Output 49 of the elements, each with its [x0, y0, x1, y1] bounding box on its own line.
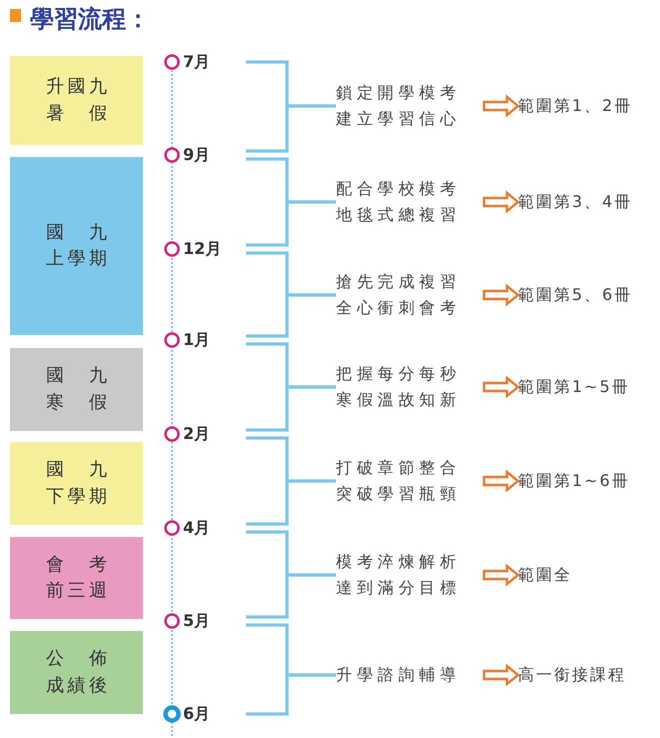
step-text: 把握每分每秒寒假溫故知新 [336, 363, 462, 411]
step-text: 配合學校模考地毯式總複習 [336, 178, 462, 226]
month-label: 7月 [183, 52, 210, 72]
range-text: 範圍全 [518, 563, 656, 587]
range-text: 範圍第1、2冊 [518, 94, 656, 118]
month-label: 9月 [183, 144, 210, 166]
bracket-line [246, 385, 336, 432]
month-label: 1月 [183, 330, 210, 350]
hollow-arrow [482, 563, 520, 587]
month-label: 6月 [183, 704, 210, 724]
bracket-line [246, 673, 336, 716]
step-text: 打破章節整合突破學習瓶頸 [336, 457, 462, 505]
month-label: 2月 [183, 424, 210, 444]
month-label: 12月 [183, 238, 222, 260]
range-text: 範圍第1~6冊 [518, 469, 656, 493]
month-label: 4月 [183, 518, 210, 538]
hollow-arrow [482, 469, 520, 493]
step-text: 搶先完成複習全心衝刺會考 [336, 271, 462, 319]
step-text: 鎖定開學模考建立學習信心 [336, 82, 462, 130]
phase-label: 升國九暑假 [46, 75, 108, 126]
hollow-arrow [482, 94, 520, 118]
phase-box [10, 56, 143, 145]
hollow-arrow [482, 375, 520, 399]
bracket-line [246, 104, 336, 153]
hollow-arrow [482, 663, 520, 687]
phase-box [10, 157, 143, 335]
hollow-arrow [482, 283, 520, 307]
phase-label: 國九上學期 [46, 220, 108, 271]
phase-box [10, 631, 143, 714]
bracket-line [246, 573, 336, 619]
phase-label: 國九寒假 [46, 364, 108, 414]
range-text: 範圍第5、6冊 [518, 283, 656, 307]
phase-box [10, 442, 143, 525]
phase-label: 會考前三週 [46, 552, 108, 603]
range-text: 高一銜接課程 [518, 663, 656, 687]
phase-box [10, 348, 143, 431]
step-text: 模考淬煉解析達到滿分目標 [336, 551, 462, 599]
phase-label: 國九下學期 [46, 458, 108, 508]
bracket-line [246, 200, 336, 247]
step-text: 升學諮詢輔導 [336, 664, 462, 686]
phase-box [10, 537, 143, 619]
bracket-line [246, 293, 336, 338]
diagram-title: 學習流程： [30, 4, 150, 35]
bracket-line [246, 479, 336, 526]
hollow-arrow [482, 190, 520, 214]
range-text: 範圍第1~5冊 [518, 375, 656, 399]
range-text: 範圍第3、4冊 [518, 190, 656, 214]
month-label: 5月 [183, 610, 210, 632]
phase-label: 公佈成績後 [46, 647, 108, 698]
